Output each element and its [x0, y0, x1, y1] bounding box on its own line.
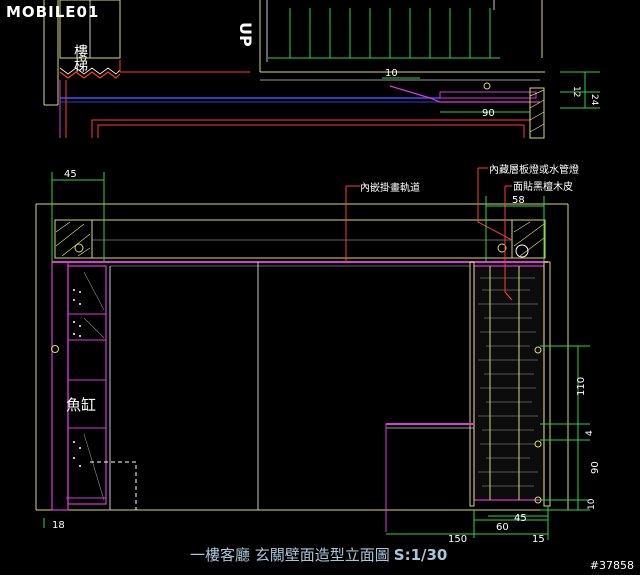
elev-left-cabinet [67, 265, 107, 505]
plan-fixture-circle [483, 82, 491, 90]
note-veneer-leader [504, 186, 513, 301]
dim-110: 110 [576, 377, 587, 396]
break-line-red [59, 71, 121, 79]
plan-dim-24: 24 [589, 94, 599, 106]
elev-cabinet-glass [83, 271, 105, 501]
elev-dashed-outline [90, 461, 137, 510]
fish-tank-label: 魚缸 [66, 396, 96, 414]
note-rail: 內嵌掛畫軌道 [360, 181, 420, 194]
elev-veneer-bolt-2 [534, 440, 542, 448]
elev-cabinet-dots [73, 289, 81, 467]
elev-soffit [54, 219, 546, 259]
up-label: UP [236, 22, 255, 47]
elev-wall-bolt [51, 345, 59, 353]
caption-scale: S:1/30 [393, 546, 448, 564]
break-line-white [59, 67, 121, 75]
elev-right-post [543, 261, 551, 507]
plan-red-outline [91, 119, 531, 138]
dim-10-right: 10 [587, 498, 597, 510]
dim-45-bottom: 45 [514, 513, 527, 524]
elev-veneer-bolt-1 [534, 346, 542, 354]
elev-soffit-bolt-right [497, 243, 507, 253]
dim-90: 90 [590, 461, 601, 474]
note-panel-leader [477, 168, 513, 241]
dim-18: 18 [52, 520, 65, 531]
elev-light-fixture [515, 244, 529, 258]
dim-45-top: 45 [64, 169, 77, 180]
plan-dim-12: 12 [571, 86, 581, 97]
note-panel: 內藏層板燈或水管燈 [489, 163, 579, 176]
elev-soffit-hatch [55, 221, 545, 257]
dim-15: 15 [532, 534, 545, 545]
note-veneer: 面貼黑檀木皮 [513, 180, 573, 193]
plan-column [529, 87, 545, 139]
elev-cabinet-shelves [68, 313, 106, 429]
dim-58: 58 [512, 195, 525, 206]
caption-title: 一樓客廳 玄關壁面造型立面圖 [190, 546, 390, 564]
dim-150: 150 [448, 534, 467, 545]
elev-soffit-bolt-left [74, 243, 84, 253]
elev-veneer-left-post [469, 261, 475, 507]
dim-4: 4 [585, 430, 595, 436]
plan-red-outline-inner [97, 124, 525, 138]
elevation-view: 魚缸 [35, 163, 601, 545]
plan-magenta-box [439, 91, 537, 99]
plan-dim-90: 90 [482, 108, 495, 119]
elev-left-post [51, 261, 69, 511]
elev-veneer-frame [489, 266, 520, 500]
stair-label: 樓梯 [72, 44, 88, 73]
stair-treads [268, 8, 500, 59]
post-number-watermark: #37858 [589, 559, 634, 572]
plan-dim-10: 10 [385, 68, 398, 79]
plan-column-hatch [529, 89, 545, 133]
elev-veneer-panel [473, 265, 545, 501]
elev-veneer-grain [478, 277, 538, 487]
mobile01-logo: MOBILE01 [6, 3, 100, 21]
elev-dim-lines [43, 172, 590, 540]
dim-60: 60 [496, 522, 509, 533]
plan-view: 樓梯 UP [43, 0, 600, 139]
plan-magenta-line [389, 85, 540, 103]
